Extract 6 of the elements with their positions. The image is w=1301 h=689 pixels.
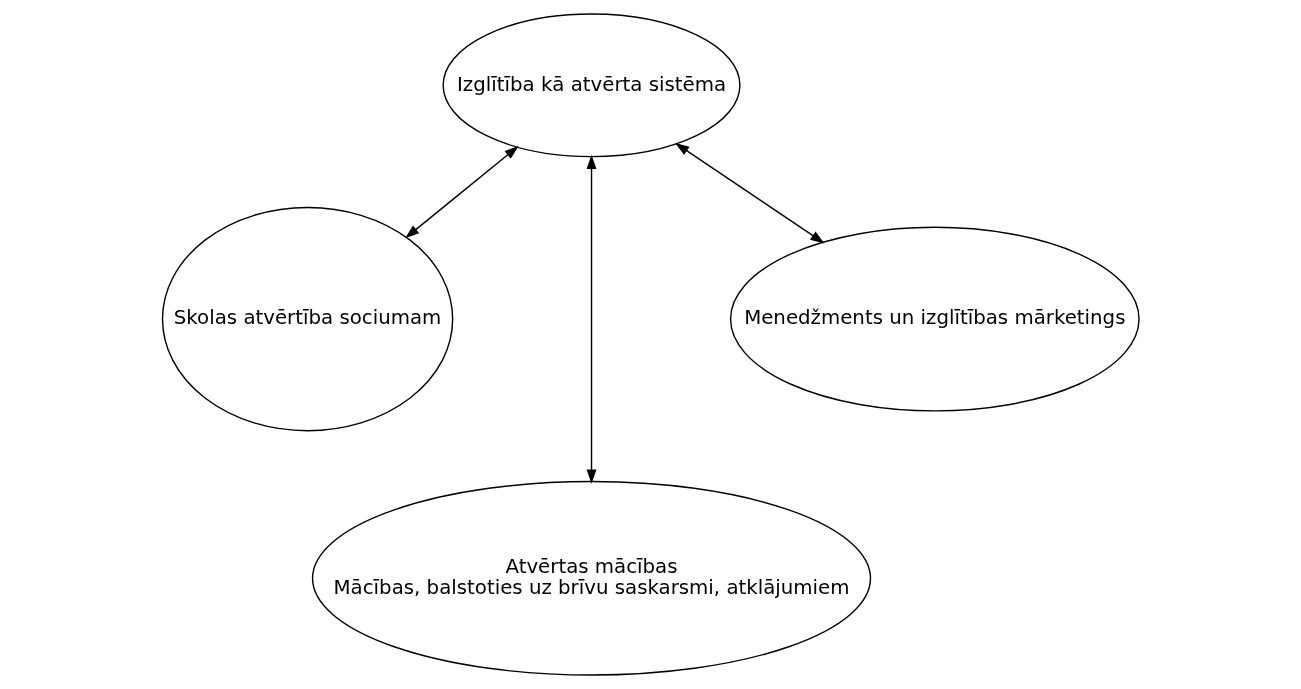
arrow xyxy=(674,142,824,244)
arrow xyxy=(586,154,596,484)
node-ellipse: Skolas atvērtība sociumam xyxy=(161,206,453,432)
node-ellipse: Atvērtas mācības Mācības, balstoties uz brīvu saskarsmi, atklājumiem xyxy=(311,480,871,676)
node-ellipse: Menedžments un izglītības mārketings xyxy=(729,226,1140,412)
arrow xyxy=(404,146,519,239)
